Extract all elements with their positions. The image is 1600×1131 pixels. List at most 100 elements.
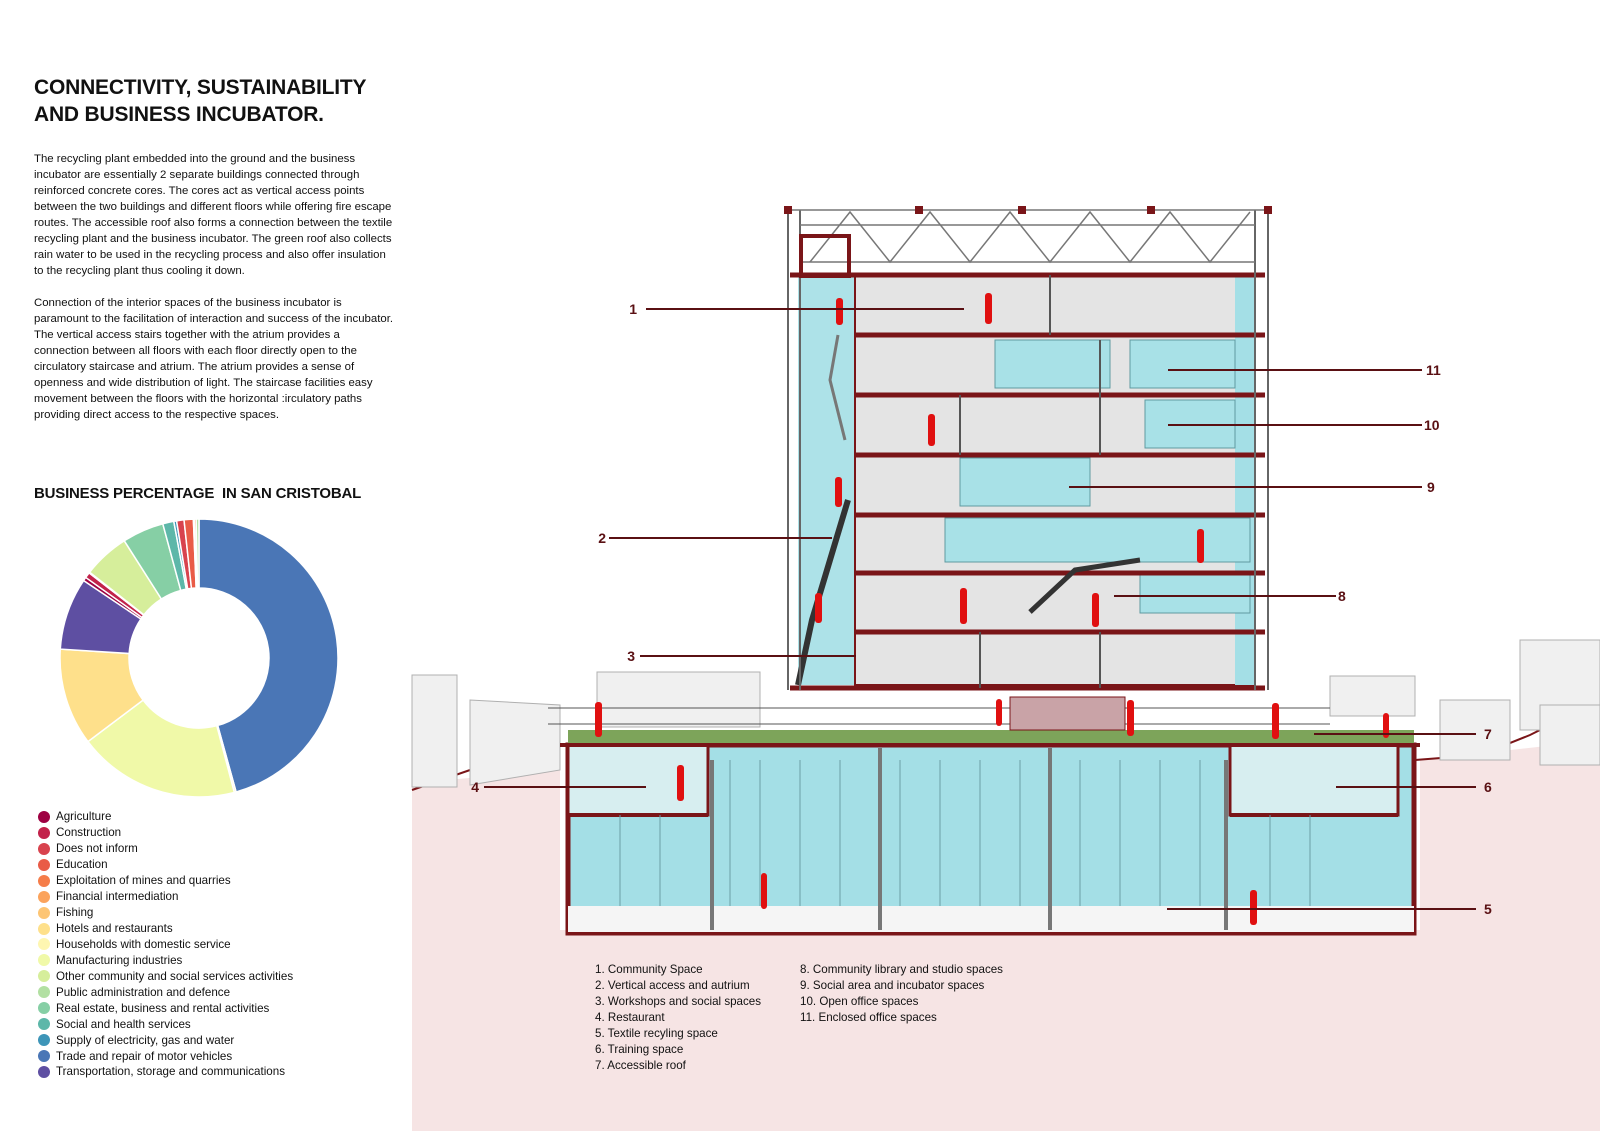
legend-label: Supply of electricity, gas and water: [56, 1033, 235, 1047]
legend-item: Construction: [38, 825, 368, 841]
legend-label: Other community and social services acti…: [56, 969, 294, 983]
key-item: 5. Textile recyling space: [595, 1027, 718, 1040]
legend-item: Transportation, storage and communicatio…: [38, 1064, 368, 1080]
plant-floor: [568, 906, 1414, 932]
legend-item: Financial intermediation: [38, 889, 368, 905]
legend-swatch: [38, 842, 50, 855]
key-list-left: 1. Community Space 2. Vertical access and…: [595, 962, 761, 1074]
donut-chart: [59, 518, 339, 798]
legend-item: Hotels and restaurants: [38, 921, 368, 937]
legend-item: Education: [38, 857, 368, 873]
page-title: CONNECTIVITY, SUSTAINABILITY AND BUSINES…: [34, 74, 394, 128]
key-list-right: 8. Community library and studio spaces 9.…: [800, 962, 1003, 1026]
plant-left-wing: [566, 743, 710, 817]
legend-label: Transportation, storage and communicatio…: [56, 1065, 285, 1079]
callout-11: 11: [1426, 362, 1441, 378]
callout-9: 9: [1427, 479, 1435, 495]
neighbour-buildings: [411, 639, 1600, 788]
legend-label: Financial intermediation: [56, 890, 179, 904]
callout-5: 5: [1484, 901, 1492, 917]
key-item: 1. Community Space: [595, 963, 703, 976]
title-line-1: CONNECTIVITY, SUSTAINABILITY: [34, 76, 367, 99]
roof-core: [1009, 696, 1126, 731]
roof-railing: [548, 707, 1330, 725]
legend-item: Fishing: [38, 905, 368, 921]
callout-7: 7: [1484, 726, 1492, 742]
legend-label: Real estate, business and rental activit…: [56, 1001, 270, 1015]
callout-3: 3: [627, 648, 635, 664]
legend-item: Manufacturing industries: [38, 952, 368, 968]
legend-label: Agriculture: [56, 810, 112, 824]
key-item: 10. Open office spaces: [800, 995, 919, 1008]
legend-swatch: [38, 1002, 50, 1015]
callout-numbers: 1 2 3 4 5 6 7 8 9 10 11: [471, 301, 1492, 917]
key-item: 11. Enclosed office spaces: [800, 1011, 937, 1024]
callout-1: 1: [629, 301, 637, 317]
legend-item: Agriculture: [38, 809, 368, 825]
donut-slice-public-administration-and-defence: [195, 518, 200, 589]
legend-label: Construction: [56, 826, 122, 840]
legend-item: Real estate, business and rental activit…: [38, 1000, 368, 1016]
tower-atrium-glass: [798, 275, 858, 685]
legend-label: Manufacturing industries: [56, 953, 183, 967]
people-figures: [595, 293, 1389, 925]
key-item: 7. Accessible roof: [595, 1059, 686, 1072]
legend-label: Public administration and defence: [56, 985, 231, 999]
key-item: 8. Community library and studio spaces: [800, 963, 1003, 976]
tower-slabs: [790, 272, 1265, 691]
legend-swatch: [38, 810, 50, 823]
legend-item: Social and health services: [38, 1016, 368, 1032]
legend-swatch: [38, 1065, 50, 1078]
key-item: 4. Restaurant: [595, 1011, 665, 1024]
legend-item: Trade and repair of motor vehicles: [38, 1048, 368, 1064]
legend-item: Supply of electricity, gas and water: [38, 1032, 368, 1048]
key-item: 2. Vertical access and autrium: [595, 979, 750, 992]
callout-10: 10: [1424, 417, 1440, 433]
legend-swatch: [38, 1018, 50, 1031]
legend-label: Fishing: [56, 906, 94, 920]
key-item: 9. Social area and incubator spaces: [800, 979, 985, 992]
plant-mullions: [619, 760, 1311, 906]
legend-item: Exploitation of mines and quarries: [38, 873, 368, 889]
atrium-stair: [795, 499, 851, 686]
legend-item: Other community and social services acti…: [38, 968, 368, 984]
plant-columns: [710, 748, 1228, 930]
atrium-stair-upper: [828, 334, 847, 441]
tower-office-glass: [944, 339, 1251, 614]
green-roof: [568, 730, 1414, 745]
donut-slice-manufacturing-industries: [86, 699, 236, 798]
tower-walls: [959, 275, 1101, 688]
callout-6: 6: [1484, 779, 1492, 795]
title-line-2: AND BUSINESS INCUBATOR.: [34, 103, 324, 126]
legend-label: Exploitation of mines and quarries: [56, 874, 231, 888]
legend-item: Public administration and defence: [38, 984, 368, 1000]
roof-truss: [788, 209, 1268, 264]
legend-swatch: [38, 826, 50, 839]
legend-swatch: [38, 1034, 50, 1047]
legend-swatch: [38, 938, 50, 951]
truss-nodes: [784, 206, 1272, 214]
legend-swatch: [38, 874, 50, 887]
callout-2: 2: [598, 530, 606, 546]
legend-label: Social and health services: [56, 1017, 191, 1031]
callout-8: 8: [1338, 588, 1346, 604]
legend-swatch: [38, 890, 50, 903]
legend-swatch: [38, 906, 50, 919]
legend-swatch: [38, 922, 50, 935]
callout-4: 4: [471, 779, 479, 795]
legend-swatch: [38, 970, 50, 983]
plant-right-wing: [1228, 743, 1400, 817]
legend-label: Trade and repair of motor vehicles: [56, 1049, 233, 1063]
callout-lines: [484, 308, 1476, 910]
chart-title: BUSINESS PERCENTAGE IN SAN CRISTOBAL: [34, 485, 362, 502]
legend-swatch: [38, 986, 50, 999]
connection-paragraph: Connection of the interior spaces of the…: [34, 297, 394, 421]
intro-paragraph: The recycling plant embedded into the gr…: [34, 153, 393, 277]
legend-label: Households with domestic service: [56, 937, 231, 951]
roof-core-box: [799, 234, 851, 278]
legend-swatch: [38, 954, 50, 967]
key-item: 6. Training space: [595, 1043, 684, 1056]
legend-item: Households with domestic service: [38, 937, 368, 953]
